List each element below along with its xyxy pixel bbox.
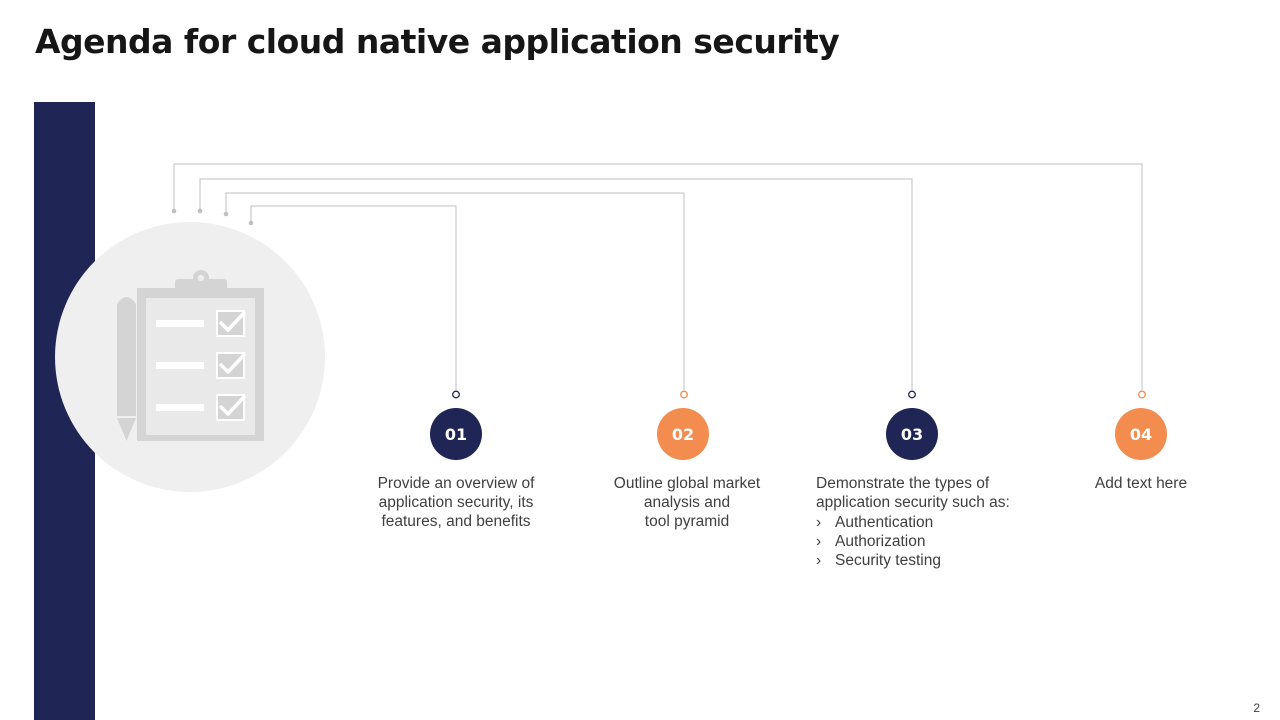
icon-disc <box>55 222 325 492</box>
agenda-item-04-text: Add text here <box>1061 474 1221 493</box>
connector-dot <box>248 220 254 226</box>
clipboard-checklist-icon <box>117 270 264 441</box>
agenda-number-badge-04: 04 <box>1115 408 1167 460</box>
agenda-item-03-text: Demonstrate the types of application sec… <box>816 474 1046 570</box>
connector-line-03 <box>199 178 913 390</box>
connector-line-01 <box>250 205 457 390</box>
agenda-number-badge-02: 02 <box>657 408 709 460</box>
list-item: › Authorization <box>816 532 1046 551</box>
agenda-number-badge-03: 03 <box>886 408 938 460</box>
agenda-item-text-line: Add text here <box>1094 475 1188 492</box>
connector-dot <box>223 211 229 217</box>
agenda-item-text-line: features, and benefits <box>381 513 531 530</box>
connector-end-dot-02 <box>680 390 688 399</box>
page-number: 2 <box>1253 701 1260 715</box>
agenda-item-text-line: application security such as: <box>816 494 1010 511</box>
agenda-item-text-line: Provide an overview of <box>377 475 535 492</box>
list-item: › Security testing <box>816 551 1046 570</box>
connector-end-dot-03 <box>908 390 916 399</box>
bullet-text: Authorization <box>835 533 926 550</box>
bullet-text: Security testing <box>835 552 941 569</box>
bullet-text: Authentication <box>835 514 934 531</box>
connector-dot <box>197 208 203 214</box>
connector-line-04 <box>173 163 1143 390</box>
connector-end-dot-04 <box>1138 390 1146 399</box>
bullet-marker: › <box>816 533 822 550</box>
agenda-item-02-text: Outline global market analysis and tool … <box>577 474 797 531</box>
agenda-item-text-line: analysis and <box>643 494 731 511</box>
agenda-number-badge-01: 01 <box>430 408 482 460</box>
connector-dot <box>171 208 177 214</box>
slide-title: Agenda for cloud native application secu… <box>35 22 840 61</box>
connector-end-dot-01 <box>452 390 460 399</box>
agenda-item-01-text: Provide an overview of application secur… <box>346 474 566 531</box>
security-types-list: › Authentication › Authorization › Security… <box>816 513 1046 570</box>
agenda-item-text-line: tool pyramid <box>644 513 730 530</box>
agenda-item-text-line: Demonstrate the types of <box>816 475 990 492</box>
bullet-marker: › <box>816 552 822 569</box>
agenda-item-text-line: Outline global market <box>613 475 761 492</box>
list-item: › Authentication <box>816 513 1046 532</box>
connector-line-02 <box>225 192 685 390</box>
agenda-item-text-line: application security, its <box>378 494 534 511</box>
bullet-marker: › <box>816 514 822 531</box>
